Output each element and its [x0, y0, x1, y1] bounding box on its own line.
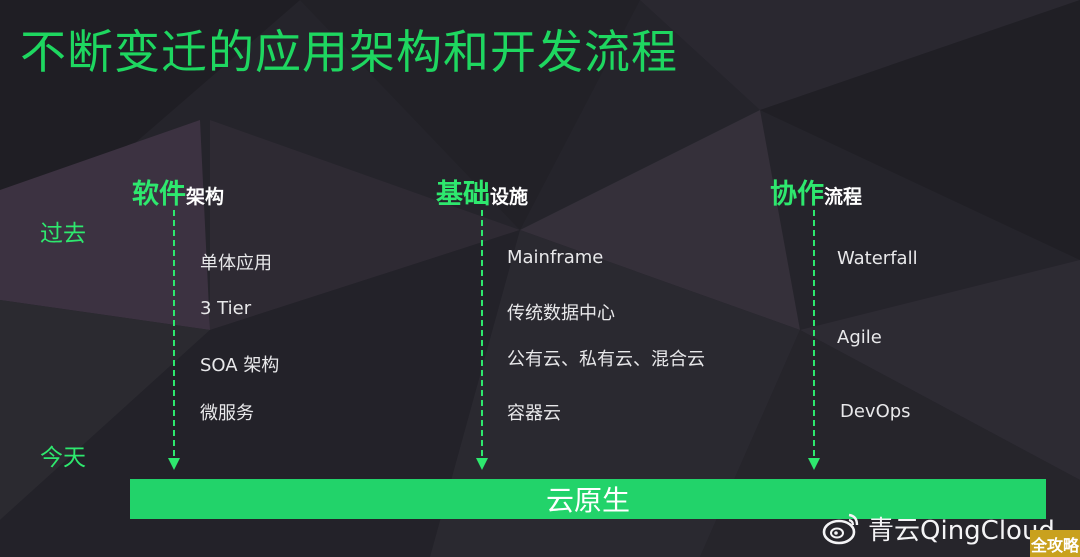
list-item: 传统数据中心	[507, 303, 615, 324]
weibo-icon	[822, 513, 859, 545]
list-item: 容器云	[507, 403, 561, 424]
timeline-arrow-down	[808, 210, 820, 470]
list-item: 公有云、私有云、混合云	[507, 349, 705, 370]
column-header-sub: 设施	[490, 186, 529, 208]
list-item: DevOps	[840, 401, 911, 422]
corner-badge: 全攻略	[1030, 530, 1080, 557]
list-item: 单体应用	[200, 253, 272, 274]
column-header-sub: 架构	[186, 186, 225, 208]
list-item: Agile	[837, 327, 882, 348]
slide-title: 不断变迁的应用架构和开发流程	[20, 25, 678, 79]
list-item: 3 Tier	[200, 298, 252, 319]
column-header-collaboration: 协作流程	[770, 172, 862, 211]
list-item: Mainframe	[507, 247, 604, 268]
column-header-sub: 流程	[824, 186, 863, 208]
column-header-infrastructure: 基础设施	[436, 172, 528, 211]
list-item: SOA 架构	[200, 355, 280, 376]
list-item: Waterfall	[837, 248, 918, 269]
list-item: 微服务	[200, 403, 254, 424]
column-header-main: 基础	[436, 179, 490, 210]
cloud-native-bar: 云原生	[130, 479, 1046, 519]
time-label-past: 过去	[40, 221, 86, 247]
timeline-arrow-down	[168, 210, 180, 470]
column-header-software: 软件架构	[132, 172, 224, 211]
time-label-today: 今天	[40, 445, 86, 471]
watermark-text: 青云QingCloud	[868, 515, 1055, 546]
column-header-main: 协作	[770, 179, 824, 210]
column-header-main: 软件	[132, 179, 186, 210]
watermark: 青云QingCloud	[822, 508, 1055, 548]
timeline-arrow-down	[476, 210, 488, 470]
